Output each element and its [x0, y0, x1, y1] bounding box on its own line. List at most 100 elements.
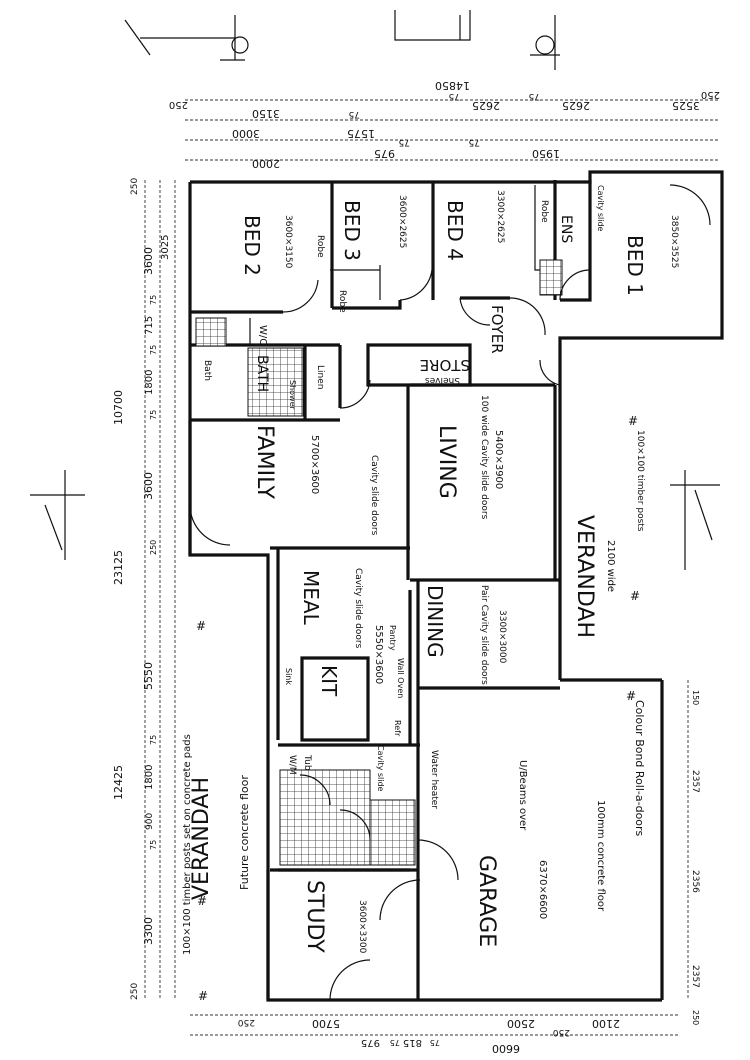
dim-left-5: 75 [149, 345, 158, 355]
svg-text:#: # [197, 894, 207, 908]
dim-left-9: 250 [149, 540, 158, 555]
dim-top-10: 1575 [347, 127, 375, 140]
dim-right-2: 2357 [690, 770, 700, 793]
label-verandah-left: VERANDAH [189, 777, 214, 900]
label-linen: Linen [315, 365, 325, 389]
dim-right-3: 150 [691, 690, 700, 705]
svg-text:#: # [628, 414, 638, 428]
label-water-heater: Water heater [429, 750, 439, 809]
dim-left-10: 5550 [142, 662, 155, 690]
dim-top-15: 75 [469, 137, 480, 147]
house-outline [188, 170, 724, 1002]
dim-left-2: 3025 [160, 235, 171, 260]
svg-text:#: # [196, 619, 206, 633]
label-bath: BATH [254, 355, 270, 392]
label-store: STORE [420, 356, 470, 374]
label-bed4: BED 4 [443, 200, 467, 261]
label-meal-cavity: Cavity slide doors [353, 568, 363, 649]
dim-bottom-4: 815 [403, 1037, 422, 1048]
dim-top-6: 75 [349, 109, 360, 119]
dim-left-6: 1800 [144, 370, 155, 395]
label-living-size: 5400×3900 [493, 430, 504, 489]
dim-top-7: 3150 [252, 107, 280, 120]
label-store-note: Shelves [425, 375, 460, 385]
left-dimensions: 250 3600 3025 75 715 75 1800 75 3600 250… [112, 178, 176, 1000]
label-robe-1: Robe [315, 235, 325, 258]
label-pantry: Pantry [388, 625, 397, 651]
label-family-cavity: Cavity slide doors [369, 455, 379, 536]
dim-bottom-6: 2100 [592, 1017, 620, 1030]
label-bed2: BED 2 [240, 215, 264, 276]
dim-left-3: 75 [149, 295, 158, 305]
label-bath-tub: Bath [202, 360, 212, 381]
dim-left-8: 3600 [142, 472, 155, 500]
label-study: STUDY [302, 880, 327, 953]
dim-left-16: 250 [130, 983, 140, 1000]
dim-left-11: 75 [149, 735, 158, 745]
label-garage: GARAGE [474, 855, 499, 947]
label-sink: Sink [284, 668, 293, 685]
bath-tiles [247, 347, 304, 417]
ensuite-tiles [539, 259, 563, 296]
label-bed1: BED 1 [623, 235, 647, 296]
dim-top-0: 250 [169, 99, 188, 110]
label-bed3: BED 3 [340, 200, 364, 261]
dim-top-4: 75 [529, 91, 540, 101]
dim-left-total-2: 12425 [112, 765, 125, 800]
dim-left-12: 1800 [144, 765, 155, 790]
svg-text:#: # [626, 689, 636, 703]
label-wm: W/M [287, 755, 297, 775]
dim-top-total: 14850 [435, 79, 470, 92]
label-bed1-size: 3850×3525 [669, 215, 679, 268]
label-dining-size: 3300×3000 [497, 610, 507, 664]
label-shower: Shower [288, 380, 297, 411]
dim-top-8: 75 [449, 91, 460, 101]
verandah-posts: # # # # # # [196, 414, 640, 1003]
label-robe-2: Robe [337, 290, 347, 313]
laundry-tiles [279, 769, 371, 866]
dim-right-1: 2356 [690, 870, 700, 893]
dim-top-12: 75 [399, 137, 410, 147]
label-cavity-slide-bed1: Cavity slide [596, 185, 605, 232]
svg-text:#: # [198, 989, 208, 1003]
dim-right-0: 2357 [690, 965, 700, 988]
top-dimensions: 250 3525 250 2625 75 2625 75 3150 75 300… [169, 79, 720, 170]
dim-bottom-5: 75 [430, 1038, 440, 1047]
label-garage-beams: U/Beams over [517, 760, 528, 831]
label-wall-oven: Wall Oven [396, 658, 405, 698]
dim-left-1: 3600 [142, 247, 155, 275]
dim-top-11: 975 [374, 147, 395, 160]
dim-bottom-8: 250 [553, 1027, 570, 1037]
dim-bottom-9: 6600 [492, 1042, 520, 1055]
dim-bottom-3: 75 [390, 1038, 400, 1047]
dim-left-4: 715 [144, 316, 155, 335]
dim-bottom-1: 5700 [312, 1017, 340, 1030]
section-marks-side [30, 470, 720, 570]
door-swings [189, 184, 711, 1001]
label-meal: MEAL [299, 570, 323, 626]
label-living: LIVING [434, 425, 459, 499]
label-bed4-size: 3300×2625 [495, 190, 505, 243]
label-study-size: 3600×3300 [357, 900, 367, 954]
label-verandah-right: VERANDAH [572, 515, 597, 638]
dim-top-5: 2625 [472, 99, 500, 112]
label-garage-floor: 100mm concrete floor [595, 800, 606, 912]
label-kit: KIT [317, 665, 341, 697]
svg-text:#: # [630, 589, 640, 603]
label-robe-3: Robe [539, 200, 549, 223]
section-marks-top [124, 10, 560, 70]
label-garage-size: 6370×6600 [537, 860, 548, 919]
dim-top-13: 2000 [252, 157, 280, 170]
label-family: FAMILY [252, 425, 277, 499]
dim-bottom-7: 2500 [507, 1017, 535, 1030]
right-dimensions: 2357 2356 2357 150 250 [687, 680, 700, 1025]
label-bed3-size: 3600×2625 [397, 195, 407, 248]
label-bed2-size: 3600×3150 [283, 215, 293, 269]
dim-left-7: 75 [149, 410, 158, 420]
label-ensuite: ENS [558, 215, 574, 243]
label-foyer: FOYER [488, 305, 506, 354]
label-fridge: Refr [393, 720, 402, 737]
dim-left-15: 3300 [142, 917, 155, 945]
label-dining-note: Pair Cavity slide doors [479, 585, 489, 685]
